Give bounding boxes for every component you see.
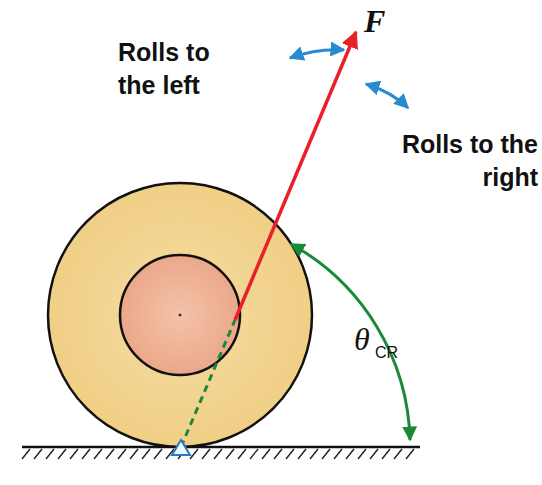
angle-arc	[291, 244, 410, 440]
left-direction-arrow	[290, 50, 344, 58]
hatch-stroke	[214, 449, 222, 459]
direction-label: Rolls to the left	[118, 36, 250, 102]
force-label: F	[364, 0, 404, 42]
direction-label: Rolls to the right	[380, 128, 538, 194]
hatch-stroke	[382, 449, 390, 459]
hatch-stroke	[226, 449, 234, 459]
hatch-stroke	[394, 449, 402, 459]
hatch-stroke	[34, 449, 42, 459]
hatch-stroke	[334, 449, 342, 459]
center-dot	[179, 314, 182, 317]
outer-disk	[48, 183, 312, 447]
hatch-stroke	[130, 449, 138, 459]
hatch-stroke	[310, 449, 318, 459]
hatch-stroke	[346, 449, 354, 459]
inner-hub	[120, 255, 240, 375]
hatch-stroke	[58, 449, 66, 459]
hatch-stroke	[190, 449, 198, 459]
ground-hatching	[22, 449, 414, 459]
hatch-stroke	[154, 449, 162, 459]
hatch-stroke	[298, 449, 306, 459]
hatch-stroke	[46, 449, 54, 459]
ground-line	[22, 446, 420, 449]
contact-point	[172, 440, 190, 455]
hatch-stroke	[142, 449, 150, 459]
hatch-stroke	[106, 449, 114, 459]
hatch-stroke	[118, 449, 126, 459]
right-direction-arrow	[366, 84, 408, 108]
line-of-action	[181, 320, 235, 447]
hatch-stroke	[22, 449, 30, 459]
hatch-stroke	[238, 449, 246, 459]
angle-subscript: CR	[375, 342, 415, 363]
hatch-stroke	[406, 449, 414, 459]
hatch-stroke	[322, 449, 330, 459]
hatch-stroke	[250, 449, 258, 459]
hatch-stroke	[358, 449, 366, 459]
hatch-stroke	[286, 449, 294, 459]
hatch-stroke	[82, 449, 90, 459]
hatch-stroke	[94, 449, 102, 459]
hatch-stroke	[370, 449, 378, 459]
hatch-stroke	[262, 449, 270, 459]
hatch-stroke	[274, 449, 282, 459]
hatch-stroke	[70, 449, 78, 459]
hatch-stroke	[202, 449, 210, 459]
